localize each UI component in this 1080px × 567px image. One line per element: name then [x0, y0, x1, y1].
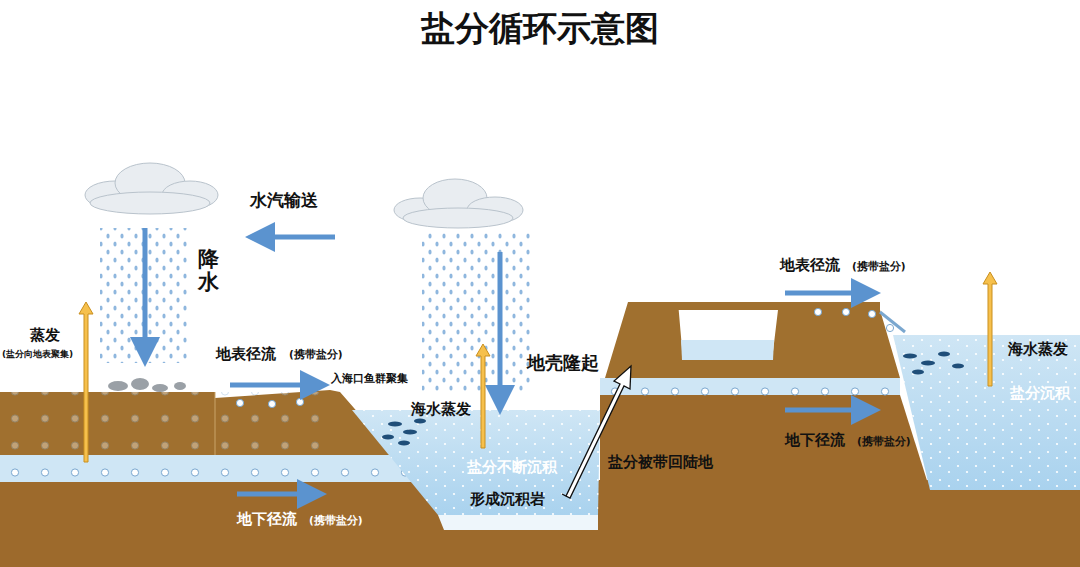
annotation-label: 地下径流 [785, 431, 845, 449]
annotation-label: (携带盐分) [857, 435, 911, 448]
annotation-label: 地下径流 [237, 510, 297, 528]
annotation-label: (盐分向地表聚集) [2, 349, 73, 360]
annotation-label: (携带盐分) [289, 348, 343, 361]
annotation-label: 海水蒸发 [1008, 340, 1068, 358]
annotation-label: 盐分沉积 [1010, 384, 1070, 402]
annotation-label: 盐分不断沉积 [467, 458, 557, 476]
annotation-label: 入海口鱼群聚集 [331, 372, 408, 385]
annotation-label: (携带盐分) [309, 514, 363, 527]
annotation-label: (携带盐分) [852, 260, 906, 273]
annotation-label: 盐分被带回陆地 [608, 453, 713, 471]
annotation-label: 水汽输送 [250, 190, 318, 210]
diagram-title: 盐分循环示意图 [0, 6, 1080, 52]
vertical-label: 降水 [198, 248, 219, 294]
annotation-label: 地表径流 [216, 345, 276, 363]
annotation-label: 地表径流 [780, 256, 840, 274]
annotation-label: 海水蒸发 [411, 400, 471, 418]
annotation-label: 蒸发 [30, 326, 60, 344]
annotation-label: 地壳隆起 [527, 352, 599, 374]
annotation-label: 形成沉积岩 [470, 490, 545, 508]
